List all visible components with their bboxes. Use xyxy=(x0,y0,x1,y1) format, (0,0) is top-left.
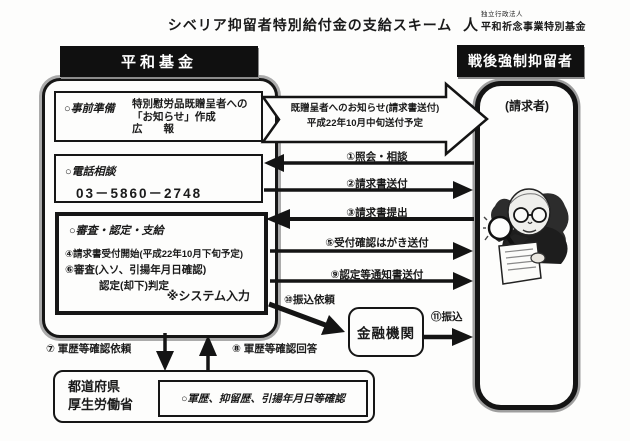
preparation-pr: 広 報 xyxy=(132,123,174,135)
preparation-details: 特別慰労品既贈呈者への「お知らせ」作成 広 報 xyxy=(132,93,258,140)
review-label: ○審査・認定・支給 xyxy=(69,225,164,237)
flow-label-5: ⑤受付確認はがき送付 xyxy=(325,237,429,249)
foundation-logo: 人 独立行政法人 平和祈念事業特別基金 xyxy=(463,8,623,33)
review-box: ○審査・認定・支給 ④請求書受付開始(平成22年10月下旬予定) ⑥審査(入ソ、… xyxy=(55,212,268,315)
phone-number: 03－5860－2748 xyxy=(76,186,203,201)
flow-label-9: ⑨認定等通知書送付 xyxy=(330,269,424,281)
page-title: シベリア抑留者特別給付金の支給スキーム xyxy=(167,17,453,33)
flow-label-10: ⑩振込依頼 xyxy=(284,294,335,306)
phone-box: ○電話相談 03－5860－2748 xyxy=(54,154,263,203)
prefecture-label: 都道府県 xyxy=(68,379,121,394)
review-step6: ⑥審査(入ソ、引揚年月日確認) xyxy=(65,264,207,276)
claimant-subtitle: (請求者) xyxy=(505,99,549,113)
review-step6b: 認定(却下)判定 xyxy=(99,280,169,292)
org-type-label: 独立行政法人 xyxy=(481,11,524,18)
mhlw-label: 厚生労働省 xyxy=(68,397,134,412)
person-logo-icon: 人 xyxy=(463,17,479,34)
government-task: ○軍歴、抑留歴、引揚年月日等確認 xyxy=(181,393,345,405)
elderly-man-illustration xyxy=(483,188,569,285)
flow-label-11: ⑪振込 xyxy=(431,311,463,323)
flow-label-8: ⑧ 軍歴等確認回答 xyxy=(232,343,318,355)
preparation-box: ○事前準備 特別慰労品既贈呈者への「お知らせ」作成 広 報 xyxy=(54,91,263,142)
claimant-header: 戦後強制抑留者 xyxy=(457,45,584,77)
government-task-box: ○軍歴、抑留歴、引揚年月日等確認 xyxy=(158,380,368,417)
preparation-notice: 特別慰労品既贈呈者への「お知らせ」作成 xyxy=(132,98,248,123)
flow-label-3: ③請求書提出 xyxy=(346,207,408,219)
flow-label-7: ⑦ 軍歴等確認依頼 xyxy=(46,343,132,355)
preparation-label: ○事前準備 xyxy=(64,103,115,115)
phone-label: ○電話相談 xyxy=(65,166,116,178)
flow-label-1: ①照会・相談 xyxy=(346,151,408,163)
fund-header: 平和基金 xyxy=(60,46,258,77)
bank-box: 金融機関 xyxy=(348,307,424,357)
review-step4: ④請求書受付開始(平成22年10月下旬予定) xyxy=(65,249,244,260)
foundation-logo-text: 独立行政法人 平和祈念事業特別基金 xyxy=(481,8,586,33)
government-box: 都道府県 厚生労働省 ○軍歴、抑留歴、引揚年月日等確認 xyxy=(53,370,375,423)
org-name-label: 平和祈念事業特別基金 xyxy=(481,22,587,33)
notice-arrow-text: 既贈呈者へのお知らせ(請求書送付) 平成22年10月中旬送付予定 xyxy=(282,101,448,131)
notice-arrow-line2: 平成22年10月中旬送付予定 xyxy=(306,118,424,129)
flow-label-2: ②請求書送付 xyxy=(346,178,408,190)
notice-arrow-line1: 既贈呈者へのお知らせ(請求書送付) xyxy=(290,103,440,114)
government-orgs: 都道府県 厚生労働省 xyxy=(68,378,133,414)
system-input-note: ※システム入力 xyxy=(166,289,250,303)
